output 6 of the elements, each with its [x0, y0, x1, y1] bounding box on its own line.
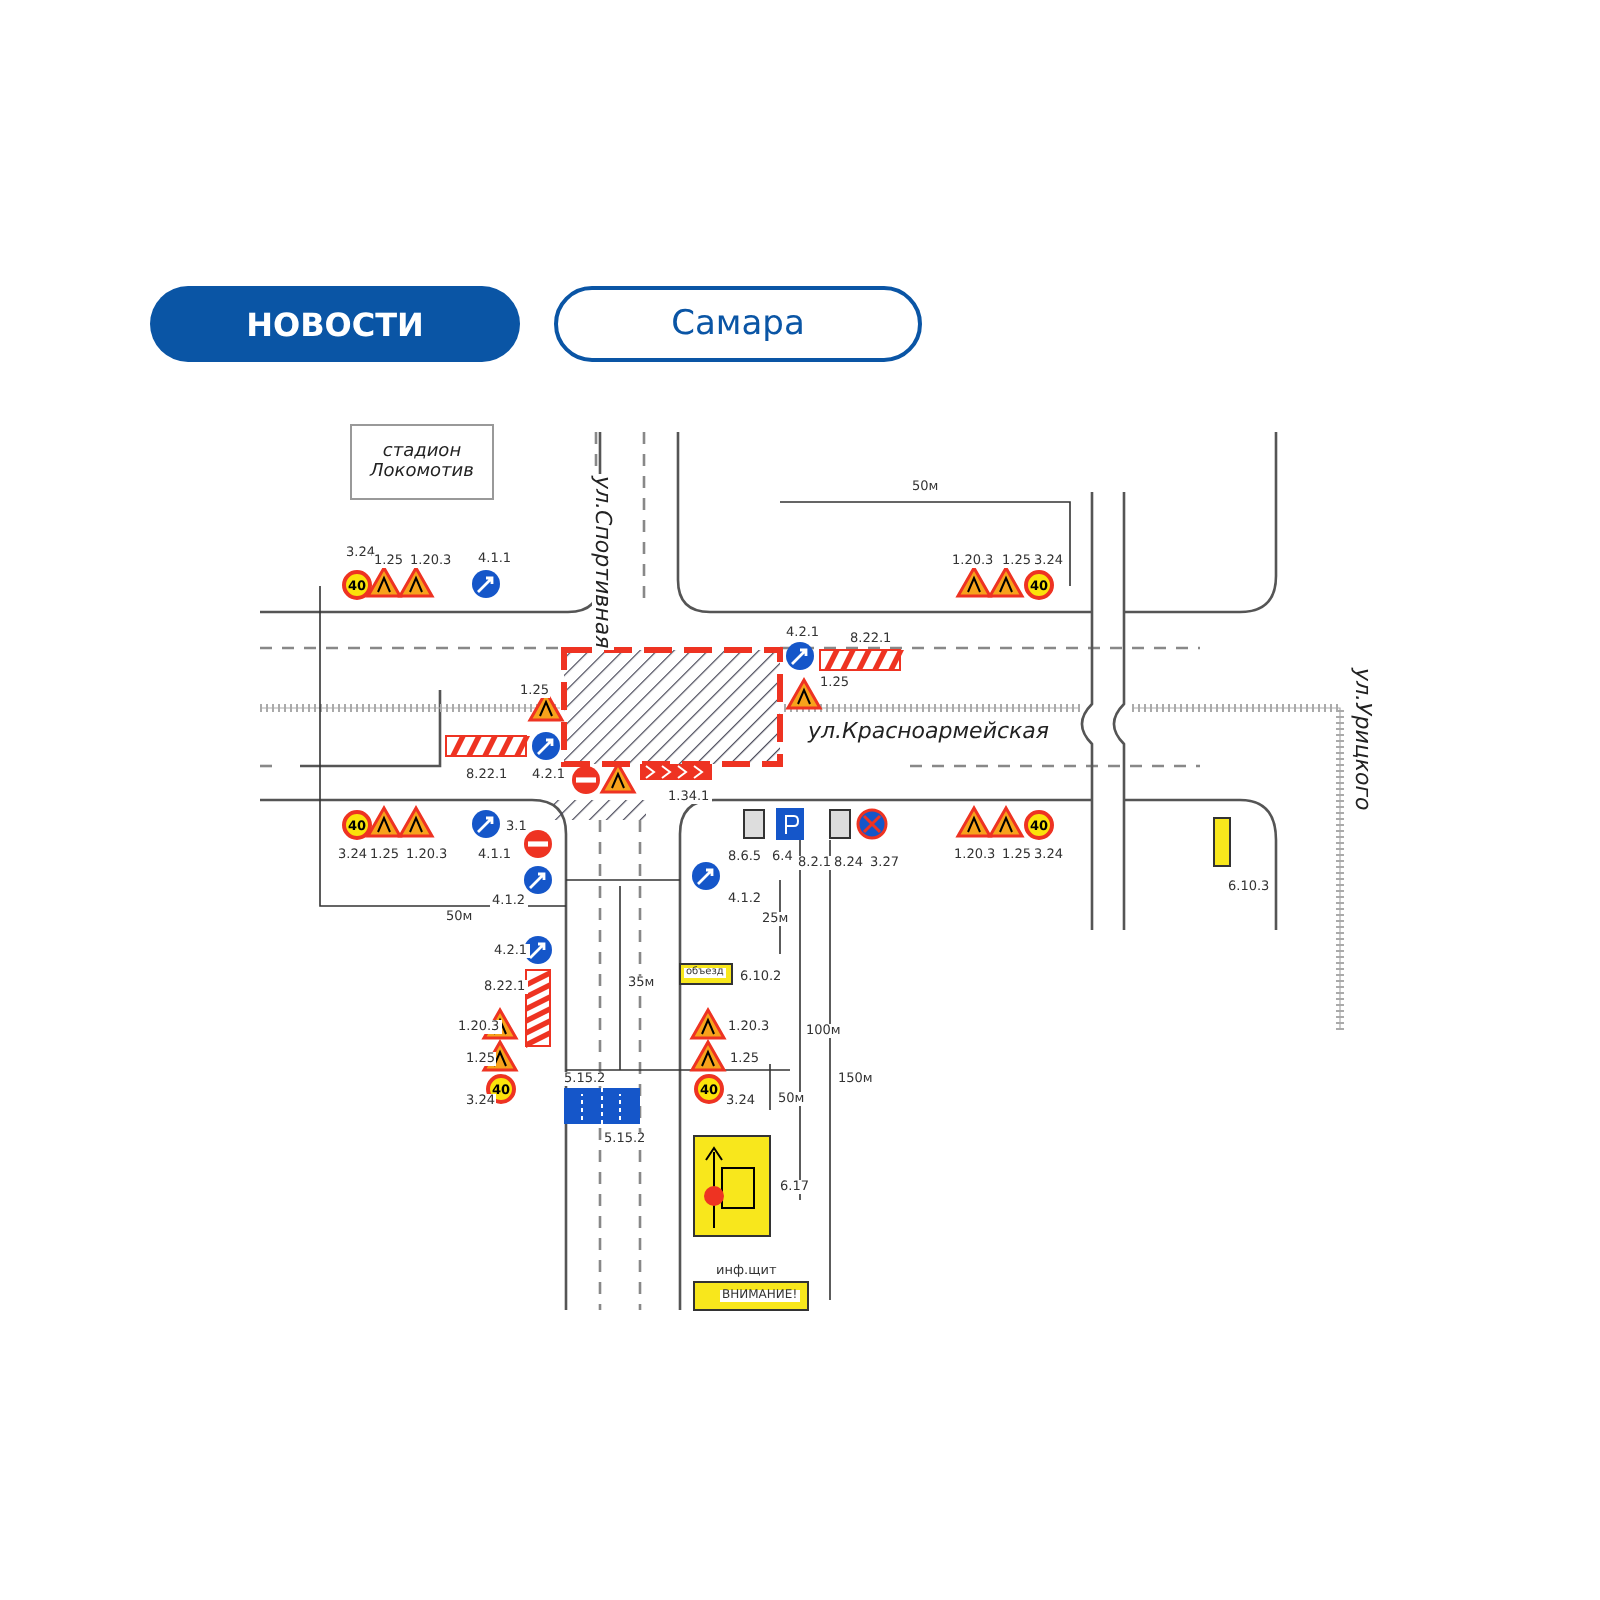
news-button: НОВОСТИ: [150, 286, 520, 362]
street-name: ул.Красноармейская: [806, 720, 1052, 742]
street-name: ул.Спортивная: [592, 474, 614, 651]
street-name: ул.Урицкого: [1352, 666, 1374, 813]
stadium-label: стадион Локомотив: [350, 424, 494, 500]
city-button: Самара: [554, 286, 922, 362]
